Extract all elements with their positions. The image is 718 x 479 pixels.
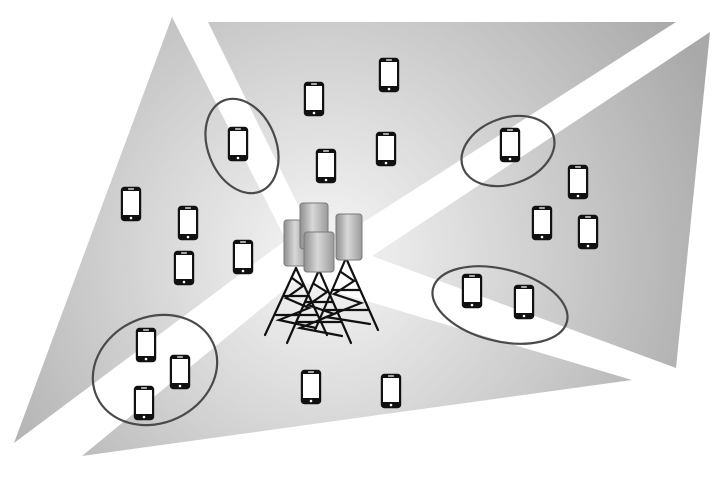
cell-tower-icon — [263, 202, 380, 345]
smartphone-icon — [378, 57, 400, 93]
smartphone-icon — [135, 327, 157, 363]
smartphone-icon — [169, 354, 191, 390]
cluster-ellipse-bottom-right — [431, 265, 569, 345]
antenna-panels — [283, 202, 363, 273]
smartphone-icon — [461, 273, 483, 309]
sector-bottom — [82, 280, 632, 456]
smartphone-icon — [375, 131, 397, 167]
smartphone-icon — [120, 186, 142, 222]
smartphone-icon — [173, 250, 195, 286]
sector-left — [14, 17, 286, 443]
smartphone-icon — [177, 205, 199, 241]
smartphone-icon — [227, 126, 249, 162]
device-clusters — [91, 97, 569, 427]
cluster-ellipse-top-right — [460, 114, 556, 188]
smartphone-icon — [315, 148, 337, 184]
cluster-ellipse-top-left — [204, 97, 280, 195]
smartphone-icon — [567, 164, 589, 200]
smartphone-icon — [531, 205, 553, 241]
smartphone-icon — [499, 127, 521, 163]
smartphone-icon — [232, 239, 254, 275]
smartphone-icon — [133, 385, 155, 421]
sector-right — [372, 32, 710, 368]
coverage-sectors — [14, 17, 710, 456]
cluster-ellipse-bottom-left — [91, 313, 219, 427]
smartphone-icon — [303, 81, 325, 117]
smartphone-icon — [300, 369, 322, 405]
smartphone-icon — [513, 284, 535, 320]
tower-truss — [263, 256, 380, 345]
sector-top — [208, 22, 676, 250]
smartphone-icon — [380, 373, 402, 409]
smartphone-icon — [577, 214, 599, 250]
